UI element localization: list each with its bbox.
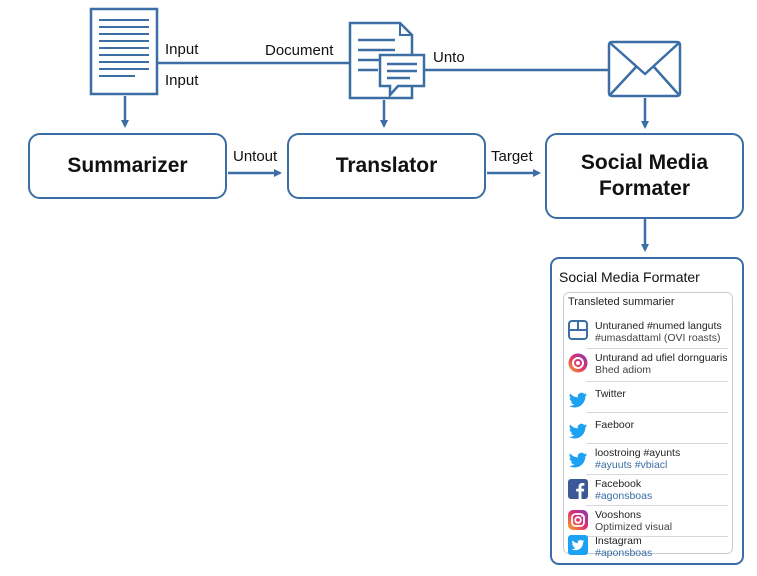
summarizer-node: Summarizer xyxy=(28,133,227,199)
input-label-bottom: Input xyxy=(165,72,199,89)
divider xyxy=(586,412,728,413)
list-item-line1: Twitter xyxy=(595,388,626,400)
twitter-icon xyxy=(568,423,588,439)
twitter-square-icon xyxy=(568,535,588,555)
list-item-line1: Unturand ad ufiel dornguaris xyxy=(595,352,728,364)
formatted-posts-list: Transleted summarier Unturaned #numed la… xyxy=(563,292,733,559)
list-item[interactable]: Twitter xyxy=(568,382,728,412)
formatter-label-line2: Formater xyxy=(598,177,691,200)
divider xyxy=(586,474,728,475)
instagram-icon xyxy=(568,510,588,530)
layout-icon xyxy=(568,320,588,340)
list-item[interactable]: Facebook #agonsboas xyxy=(568,475,728,505)
list-item[interactable]: Instagram #aponsboas xyxy=(568,535,728,559)
panel-subtitle: Transleted summarier xyxy=(568,296,675,308)
list-item-line1: Instagram xyxy=(595,535,642,547)
list-item-hashtags: #ayuuts #vbiacl xyxy=(595,459,668,471)
formatter-output-panel: Social Media Formater Transleted summari… xyxy=(550,257,744,565)
translate-document-icon xyxy=(348,21,426,100)
list-item[interactable]: loostroing #ayunts #ayuuts #vbiacl xyxy=(568,444,728,474)
list-item-line1: loostroing #ayunts xyxy=(595,447,681,459)
list-item-line2: Optimized visual xyxy=(595,521,673,533)
divider xyxy=(586,536,728,537)
divider xyxy=(586,443,728,444)
list-item-hashtags: #aponsboas xyxy=(595,547,653,559)
divider xyxy=(586,381,728,382)
divider xyxy=(586,348,728,349)
envelope-icon xyxy=(607,40,682,98)
untout-label: Untout xyxy=(233,148,278,165)
list-item-line1: Vooshons xyxy=(595,509,642,521)
formatter-label-line1: Social Media xyxy=(580,150,709,174)
twitter-icon xyxy=(568,392,588,408)
list-item-line1: Faeboor xyxy=(595,419,635,431)
facebook-icon xyxy=(568,479,588,499)
list-item-line1: Unturaned #numed languts xyxy=(595,320,722,332)
list-item-line2: Bhed adiom xyxy=(595,364,652,376)
list-item[interactable]: Faeboor xyxy=(568,413,728,443)
input-label-top: Input xyxy=(165,41,199,58)
divider xyxy=(586,505,728,506)
list-item[interactable]: Unturaned #numed languts #umasdattaml (O… xyxy=(568,317,728,347)
translator-label: Translator xyxy=(335,153,438,177)
translator-node: Translator xyxy=(287,133,486,199)
unto-label: Unto xyxy=(433,49,465,66)
list-item[interactable]: Unturand ad ufiel dornguaris Bhed adiom xyxy=(568,350,728,380)
target-label: Target xyxy=(491,148,533,165)
list-item-line2: #umasdattaml (OVI roasts) xyxy=(595,332,721,344)
list-item-hashtags: #agonsboas xyxy=(595,490,653,502)
document-icon xyxy=(89,7,159,96)
twitter-icon xyxy=(568,452,588,468)
social-media-formatter-node: Social Media Formater xyxy=(545,133,744,219)
document-label: Document xyxy=(265,42,334,59)
list-item-line1: Facebook xyxy=(595,478,642,490)
instagram-icon xyxy=(568,353,588,373)
list-item[interactable]: Vooshons Optimized visual xyxy=(568,506,728,536)
summarizer-label: Summarizer xyxy=(67,153,188,177)
panel-title: Social Media Formater xyxy=(559,269,700,285)
